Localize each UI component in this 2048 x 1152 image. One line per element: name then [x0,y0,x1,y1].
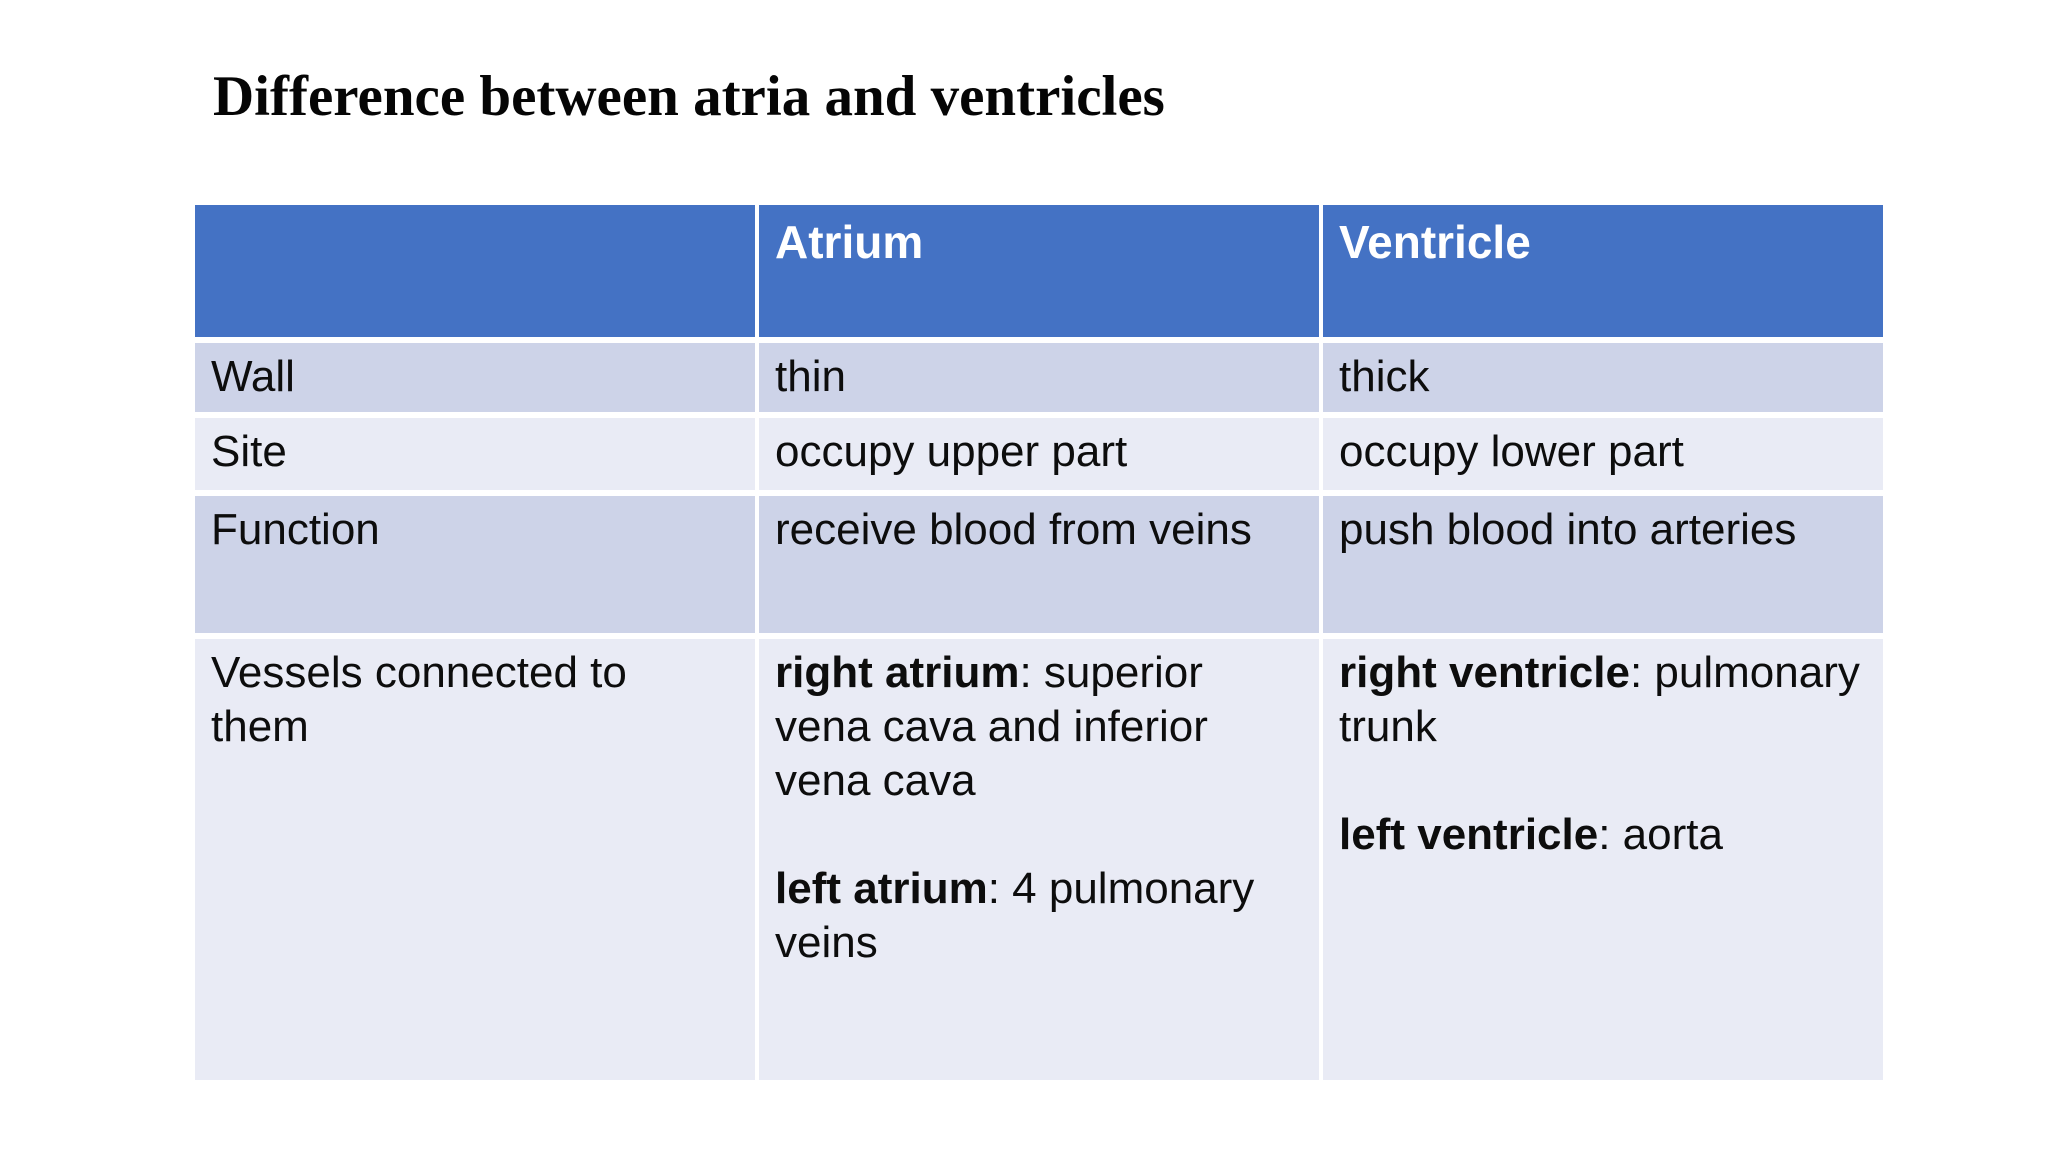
vessels-atrium-right-term: right atrium [775,648,1020,697]
header-cell-empty [195,205,755,337]
vessels-atrium-right-desc: : superior vena cava and inferior vena c… [775,648,1208,806]
row-wall-label: Wall [195,343,755,412]
row-function-atrium: receive blood from veins [759,496,1319,633]
row-function-ventricle: push blood into arteries [1323,496,1883,633]
comparison-table: Atrium Ventricle Wall thin thick Site oc… [195,205,1883,1080]
row-site-ventricle: occupy lower part [1323,418,1883,490]
row-site-label: Site [195,418,755,490]
row-vessels-label: Vessels connected to them [211,648,627,752]
vessels-ventricle-left-desc: : aorta [1598,810,1723,860]
vessels-ventricle-left-term: left ventricle [1339,810,1599,860]
vessels-ventricle-right-term: right ventricle [1339,648,1630,697]
vessels-atrium-left-term: left atrium [775,864,988,914]
vessels-atrium-left-desc: : 4 pulmonary veins [775,864,1255,968]
row-wall-ventricle: thick [1323,343,1883,412]
vessels-ventricle-right-paragraph: right ventricle: pulmonary trunk [1339,646,1867,754]
row-wall-atrium: thin [759,343,1319,412]
row-vessels-ventricle-cell: right ventricle: pulmonary trunk left ve… [1323,639,1883,1080]
vessels-ventricle-right-desc: : pulmonary trunk [1339,648,1860,752]
vessels-atrium-right-paragraph: right atrium: superior vena cava and inf… [775,646,1303,808]
header-cell-ventricle: Ventricle [1323,205,1883,337]
vessels-atrium-left-paragraph: left atrium: 4 pulmonary veins [775,862,1303,970]
vessels-ventricle-left-paragraph: left ventricle: aorta [1339,808,1867,862]
row-function-label: Function [195,496,755,633]
row-site-atrium: occupy upper part [759,418,1319,490]
row-vessels-label-cell: Vessels connected to them [195,639,755,1080]
slide-title: Difference between atria and ventricles [213,65,1165,128]
row-vessels-atrium-cell: right atrium: superior vena cava and inf… [759,639,1319,1080]
header-cell-atrium: Atrium [759,205,1319,337]
